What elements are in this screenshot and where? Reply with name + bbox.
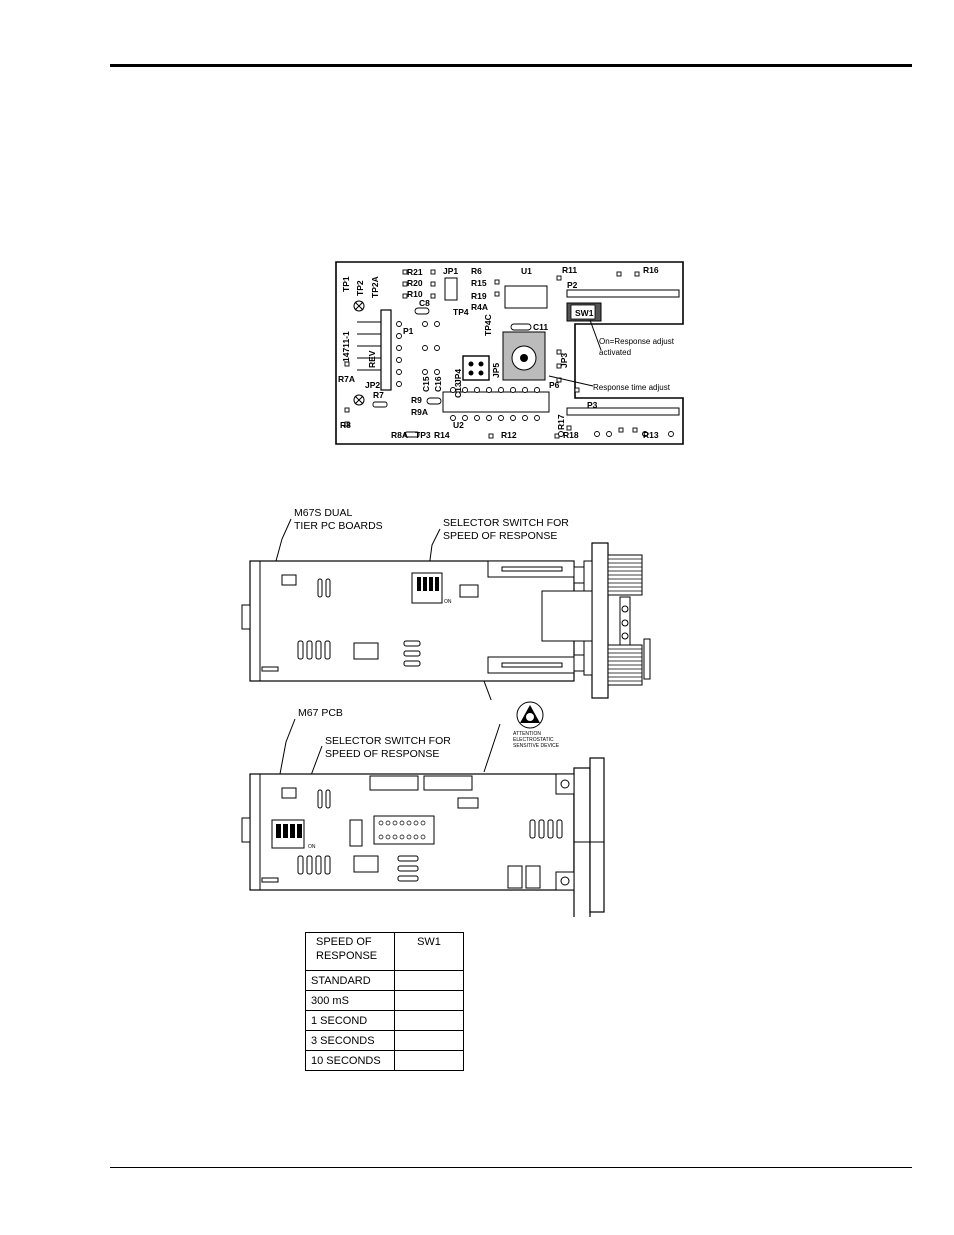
label-r10: R10 [407,289,423,299]
label-r7: R7 [373,390,384,400]
speed-cell: STANDARD [305,970,395,991]
speed-cell: 300 mS [305,990,395,1011]
esd-text-line2: ELECTROSTATIC [513,737,554,743]
m67s-selector-line2: SPEED OF RESPONSE [443,530,557,542]
esd-text-line3: SENSITIVE DEVICE [513,743,560,749]
label-u1: U1 [521,266,532,276]
header-sw1: SW1 [394,932,464,971]
speed-of-response-table: SPEED OF RESPONSE SW1 STANDARD 300 mS 1 … [305,932,464,1071]
label-r19: R19 [471,291,487,301]
callout-sw1-line1: On=Response adjust [599,337,675,346]
label-tp3: TP3 [415,430,431,440]
esd-text-line1: ATTENTION [513,731,541,737]
label-tp4c: TP4C [483,314,493,336]
label-r7a: R7A [338,374,355,384]
callout-sw1-line2: activated [599,348,631,357]
label-r18: R18 [563,430,579,440]
sw1-cell [394,990,464,1011]
label-c11: C11 [533,322,548,332]
sw1-cell [394,1030,464,1051]
label-jp5: JP5 [491,363,501,378]
label-jp4: JP4 [453,369,463,384]
speed-cell: 3 SECONDS [305,1030,395,1051]
callout-response-time: Response time adjust [593,383,671,392]
m67-selector-line1: SELECTOR SWITCH FOR [325,735,451,747]
label-r16: R16 [643,265,659,275]
label-c15: C15 [421,376,431,392]
label-r15: R15 [471,278,487,288]
table-row: STANDARD [305,970,464,991]
label-jp2: JP2 [365,380,380,390]
label-r8: R8 [340,420,351,430]
label-r11: R11 [562,265,577,275]
label-tp2a: TP2A [370,276,380,298]
label-p3: P3 [587,400,598,410]
label-r4a: R4A [471,302,488,312]
table-row: 10 SECONDS [305,1050,464,1071]
sw1-cell [394,970,464,991]
label-c16: C16 [433,376,443,392]
m67s-dual-tier-diagram: M67S DUAL TIER PC BOARDS SELECTOR SWITCH… [241,507,651,700]
m67s-label-line2: TIER PC BOARDS [294,520,383,532]
sw1-cell [394,1050,464,1071]
header-line1: SPEED OF [316,936,372,948]
label-p6: P6 [549,380,560,390]
label-r6: R6 [471,266,482,276]
m67s-label-line1: M67S DUAL [294,507,353,519]
label-p1: P1 [403,326,414,336]
label-r8a: R8A [391,430,408,440]
label-r9: R9 [411,395,422,405]
header-speed-of-response: SPEED OF RESPONSE [305,932,395,971]
speed-cell: 10 SECONDS [305,1050,395,1071]
label-r12: R12 [501,430,517,440]
footer-rule [110,1167,912,1168]
label-jp1: JP1 [443,266,458,276]
label-p2: P2 [567,280,578,290]
label-r13: R13 [643,430,659,440]
table-row: 3 SECONDS [305,1030,464,1051]
label-jp3: JP3 [559,353,569,368]
label-r21: R21 [407,267,423,277]
label-rev: REV [367,350,377,368]
label-r20: R20 [407,278,423,288]
label-tp1: TP1 [341,276,351,292]
esd-warning-icon: ATTENTION ELECTROSTATIC SENSITIVE DEVICE [513,701,560,749]
label-r14: R14 [434,430,450,440]
m67-selector-line2: SPEED OF RESPONSE [325,748,439,760]
table-row: 300 mS [305,990,464,1011]
label-u2: U2 [453,420,464,430]
m67-label: M67 PCB [298,707,343,719]
m67s-dip-on-label: ON [444,599,452,605]
m67-dip-on-label: ON [308,844,316,850]
label-r17: R17 [556,414,566,430]
header-line2: RESPONSE [316,950,378,962]
label-part-no: 14711-1 [341,331,351,362]
speed-cell: 1 SECOND [305,1010,395,1031]
label-sw1: SW1 [575,308,594,318]
sw1-cell [394,1010,464,1031]
m67-pcb-diagram: M67 PCB SELECTOR SWITCH FOR SPEED OF RES… [241,707,605,917]
label-tp2: TP2 [355,280,365,296]
table-header-row: SPEED OF RESPONSE SW1 [305,932,464,971]
label-c13: C13 [453,382,463,398]
m67s-selector-line1: SELECTOR SWITCH FOR [443,517,569,529]
pcb-top-view-diagram: TP1 TP2 TP2A R21 R20 R10 JP1 R6 R15 R19 … [335,261,684,445]
label-tp4: TP4 [453,307,469,317]
table-row: 1 SECOND [305,1010,464,1031]
label-c8: C8 [419,298,430,308]
label-r9a: R9A [411,407,428,417]
header-rule [110,64,912,67]
